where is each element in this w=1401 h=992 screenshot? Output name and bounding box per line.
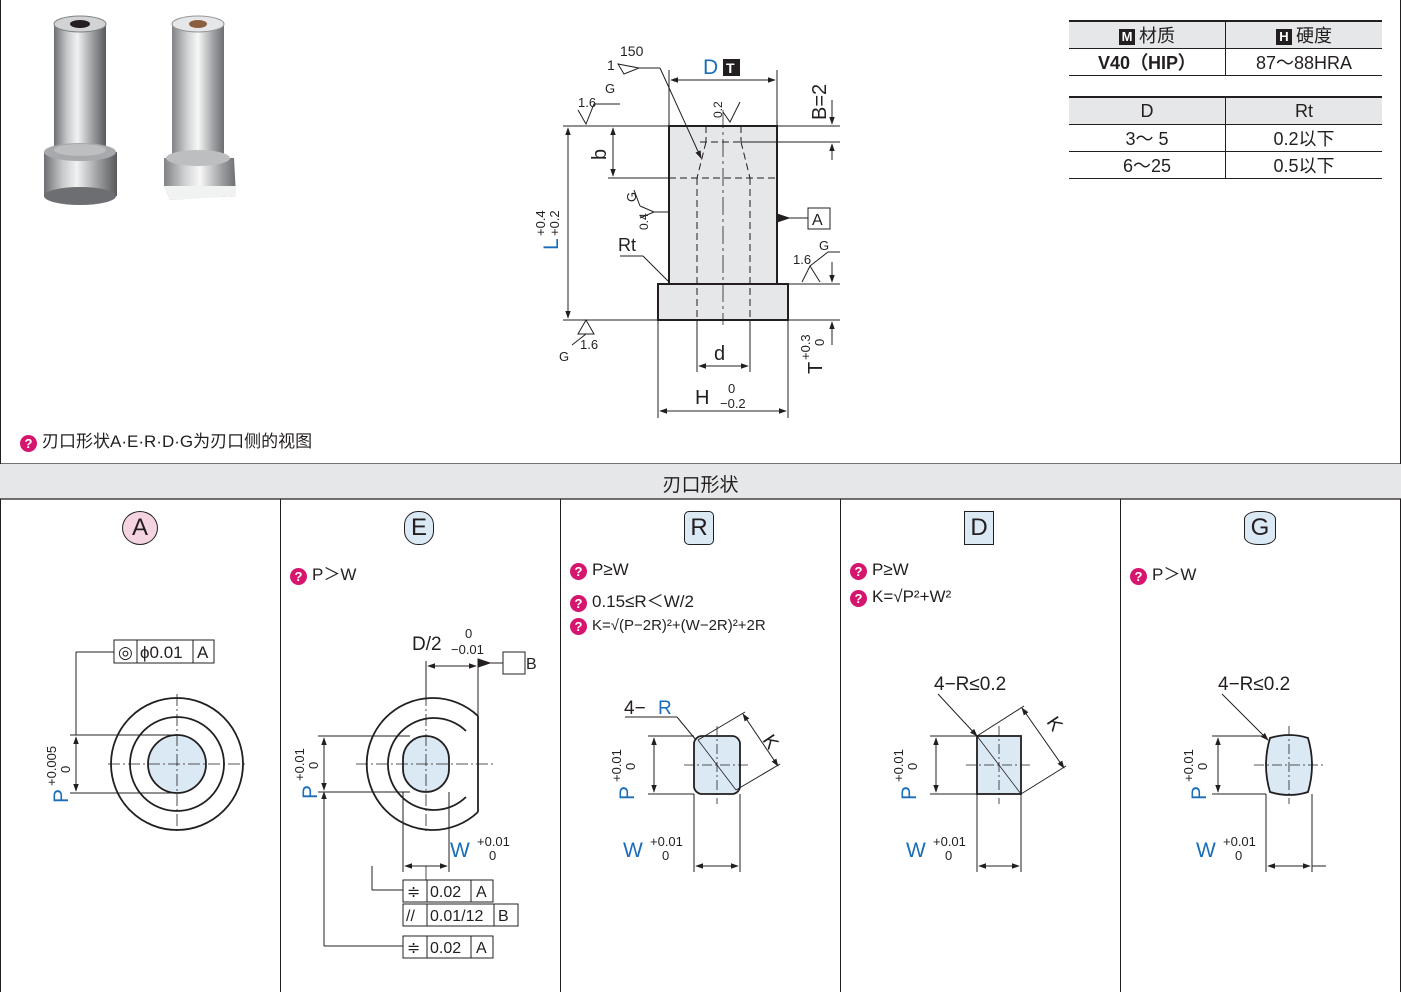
shape-a-drawing — [70, 639, 248, 834]
dim-t-tol-lower: 0 — [812, 339, 827, 346]
shape-e-p-label: P — [299, 785, 322, 799]
concentricity-symbol: ◎ — [118, 643, 133, 662]
dim-d-small: d — [714, 343, 725, 365]
frame-1-datum: A — [476, 884, 487, 901]
finish-value-1: 1 — [607, 57, 615, 73]
d-badge-letter: T — [726, 60, 735, 76]
shape-g-p-label: P — [1188, 786, 1211, 800]
dim-h-tol-lower: −0.2 — [720, 396, 746, 411]
shape-a-p-tol-upper: +0.005 — [44, 746, 59, 786]
shape-d-p-tol-lower: 0 — [905, 763, 920, 770]
shape-e-dim-tol-lower: −0.01 — [451, 642, 484, 657]
shape-g-w-label: W — [1196, 839, 1216, 862]
frame-2-datum: B — [498, 908, 509, 925]
shape-r-w-tol-upper: +0.01 — [650, 834, 683, 849]
finish-g-top: G — [605, 81, 615, 96]
finish-0-4: 0.4 — [637, 213, 651, 230]
dim-h-label: H — [695, 387, 709, 409]
shape-r-drawing — [625, 711, 781, 872]
shape-e-p-tol-lower: 0 — [306, 762, 321, 769]
main-drawing-labels: 150 1 D T B=2 1.6 G 0.2 0.4 G b L +0.4 +… — [533, 43, 831, 411]
frame-2-value: 0.01/12 — [430, 908, 483, 925]
shape-e-dim-label: D/2 — [412, 634, 442, 655]
dim-d-label: D — [703, 56, 718, 79]
shape-d-w-label: W — [906, 839, 926, 862]
finish-1-6-right: 1.6 — [793, 252, 811, 267]
datum-a-label: A — [812, 212, 823, 229]
shape-g-labels: 4−R≤0.2 P +0.01 0 W +0.01 0 — [1181, 674, 1290, 863]
shape-d-k-label: K — [1042, 713, 1067, 736]
shape-a-p-tol-lower: 0 — [58, 766, 73, 773]
dim-b-label: B=2 — [809, 84, 831, 120]
shape-e-labels: B D/2 0 −0.01 P +0.01 0 W +0.01 0 ≑ 0.02… — [292, 626, 537, 957]
shape-d-p-tol-upper: +0.01 — [891, 749, 906, 782]
frame-2-symbol: // — [406, 908, 415, 925]
shape-r-corner-prefix: 4− — [624, 698, 646, 719]
shape-r-p-tol-upper: +0.01 — [609, 749, 624, 782]
shape-g-w-tol-upper: +0.01 — [1223, 834, 1256, 849]
finish-1-6-bottom: 1.6 — [580, 337, 598, 352]
frame-3-value: 0.02 — [430, 940, 461, 957]
shape-r-corner-r: R — [658, 698, 672, 719]
shape-d-drawing — [930, 693, 1067, 872]
shape-r-k-label: K — [758, 731, 783, 754]
shape-e-dim-tol-upper: 0 — [465, 626, 472, 641]
shape-a-tolerance-value: ϕ0.01 — [140, 643, 183, 662]
shape-d-w-tol-lower: 0 — [945, 848, 952, 863]
finish-1-6-top: 1.6 — [578, 95, 596, 110]
dim-t-tol-upper: +0.3 — [798, 334, 813, 360]
finish-g-mid: G — [624, 192, 639, 202]
shape-g-drawing — [1212, 693, 1326, 872]
dim-b-small: b — [589, 149, 611, 160]
shape-r-labels: 4− R K P +0.01 0 W +0.01 0 — [609, 698, 783, 863]
finish-g-bottom: G — [559, 349, 569, 364]
shape-g-p-tol-lower: 0 — [1195, 763, 1210, 770]
shape-e-w-tol-lower: 0 — [489, 848, 496, 863]
dim-l-tol-upper: +0.4 — [533, 210, 548, 236]
datum-b-label: B — [526, 656, 537, 673]
shape-e-w-tol-upper: +0.01 — [477, 834, 510, 849]
finish-value-150: 150 — [620, 43, 644, 59]
shape-g-w-tol-lower: 0 — [1235, 848, 1242, 863]
shape-d-corner: 4−R≤0.2 — [934, 674, 1006, 695]
shape-g-corner: 4−R≤0.2 — [1218, 674, 1290, 695]
shape-a-tolerance-datum: A — [197, 643, 209, 662]
shape-a-labels: ◎ ϕ0.01 A P +0.005 0 — [44, 643, 209, 803]
finish-0-2: 0.2 — [711, 101, 725, 118]
shape-d-p-label: P — [898, 786, 921, 800]
section-header-bar — [0, 464, 1401, 499]
shape-r-p-tol-lower: 0 — [623, 763, 638, 770]
frame-1-symbol: ≑ — [407, 884, 420, 901]
shape-e-p-tol-upper: +0.01 — [292, 748, 307, 781]
rt-label: Rt — [618, 235, 636, 255]
product-photo-round — [44, 15, 117, 205]
d-badge-box — [723, 59, 740, 76]
main-drawing — [563, 63, 840, 418]
shape-r-w-label: W — [623, 839, 643, 862]
dim-l-tol-lower: +0.2 — [547, 210, 562, 236]
frame-3-datum: A — [476, 940, 487, 957]
product-photo-keyed — [164, 15, 236, 200]
dim-h-tol-upper: 0 — [728, 381, 735, 396]
shape-r-p-label: P — [616, 786, 639, 800]
shape-g-p-tol-upper: +0.01 — [1181, 749, 1196, 782]
frame-1-value: 0.02 — [430, 884, 461, 901]
shape-d-w-tol-upper: +0.01 — [933, 834, 966, 849]
shape-a-p-label: P — [50, 789, 73, 803]
shape-r-w-tol-lower: 0 — [662, 848, 669, 863]
frame-3-symbol: ≑ — [407, 940, 420, 957]
dim-t-label: T — [805, 362, 827, 374]
finish-g-right: G — [819, 238, 829, 253]
dim-l-label: L — [540, 238, 563, 250]
shape-e-w-label: W — [450, 839, 470, 862]
shape-e-drawing — [318, 651, 526, 959]
